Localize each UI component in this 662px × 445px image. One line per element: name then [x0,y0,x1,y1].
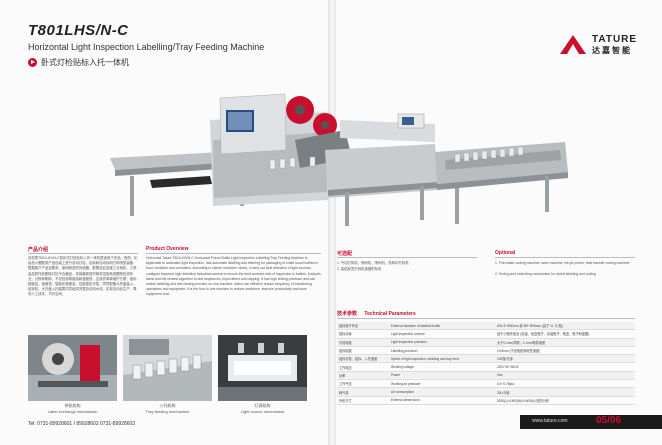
footer-bar [520,415,662,429]
website: www.tature.com [532,418,568,424]
page-number: 05/06 [596,415,622,426]
photo-label-exchange [28,335,117,401]
spec-cell: 大于0.1mm异物，0.1mm物异误差 [495,338,635,347]
title-chinese-row: 卧式灯检贴标入托一体机 [28,57,129,68]
optional-heading-cn: 可选配 [337,251,353,257]
specs-heading-cn: 技术参数 [337,311,358,317]
spec-cell: 20L/分钟 [495,387,635,397]
specs-heading-en: Technical Parameters [364,311,416,317]
caption-light-source-en: Light source mechanism [240,409,285,414]
optional-heading-en: Optional [495,250,516,256]
photo-light-source [218,335,307,401]
brand-logo: TATURE 达嘉智能 [558,34,637,56]
caption-tray-feeding-cn: 入托机构 [159,403,176,408]
spec-cell: Air consumption [389,387,495,397]
overview-text: Horizontal Tature T801LHS/N-C Horizontal… [146,256,321,297]
spec-cell: 5200(L)×1800(W)×1600(H) 瓶托分布 [495,396,635,405]
optional-item-en-2: 2. Testing and extending mechanism for m… [495,272,596,276]
page-fold [328,0,336,445]
spec-cell: 贴标瓶子外径 [337,322,389,331]
spec-cell: 贴标对象 [337,329,389,339]
optional-item-cn-1: 1. 气动打码机、喷码机、喷码机、热转印打码机 [337,261,409,265]
spec-cell: 耗气量 [337,387,389,397]
spec-cell: 外形尺寸 [337,396,389,405]
spec-cell: 贴标精度 [337,346,389,356]
intro-heading: 产品介绍 [28,247,49,253]
machine-illustration [110,93,568,226]
caption-tray-feeding-en: Tray feeding mechanism [145,409,190,414]
spec-cell: External diameter of labelled bottle [389,322,495,331]
overview-divider [146,253,321,254]
caption-label-exchange-cn: 供机机构 [64,403,81,408]
brand-name-en: TATURE [592,34,638,45]
spec-cell: 220V 50~60HZ [495,362,635,372]
overview-heading: Product Overview [146,246,189,252]
intro-divider [28,253,138,254]
caption-light-source-cn: 灯源机构 [254,403,271,408]
optional-item-en-1: 1. Pneumatic coding machine, laser machi… [495,261,630,265]
photo-strip [28,335,307,401]
spec-cell: Speed of light inspection, labelling and… [389,354,495,364]
photo-tray-feeding [123,335,212,401]
title-english: Horizontal Light Inspection Labelling/Tr… [28,42,265,52]
spec-cell: 2kw [495,371,635,381]
model-number: T801LHS/N-C [28,22,129,39]
optional-divider-cn [337,257,477,258]
spec-cell: 工作气压 [337,379,389,389]
title-chinese: 卧式灯检贴标入托一体机 [41,58,129,67]
optional-divider-en [495,257,635,258]
spec-cell: Working voltage [389,362,495,372]
specs-heading: 技术参数 Technical Parameters [337,310,416,317]
brand-name-cn: 达嘉智能 [592,46,632,55]
spec-cell: 灯检精度 [337,338,389,347]
spec-cell: 100瓶/分钟 [495,354,635,364]
play-bullet-icon [28,58,37,67]
spec-cell: 贴标灯检、贴标、入托速度 [337,354,389,364]
spec-cell: Labelling precision [389,346,495,356]
telephone: Tel: 0731-89928601 / 89928602 0731-89928… [28,421,136,427]
specs-divider [337,318,635,319]
spec-cell: Ø11.5~Ø30mm 或 Ø5~Ø35mm (高于 1L 与 瓶) [495,322,635,331]
spec-cell: Power [389,371,495,381]
optional-item-cn-2: 2. 高粘标签打码机接圈附标机 [337,267,382,271]
spec-cell: Light inspection content [389,329,495,339]
spec-cell: 功率 [337,371,389,381]
spec-cell: External dimensions [389,396,495,405]
spec-cell: 适于小瓶外贴合 (包装、纸盒瓶子、合装瓶子、瓶盒、瓶子和盖圈) [495,329,635,339]
spec-cell: Light inspection precision [389,338,495,347]
spec-cell: 0.4~0.7Mpa [495,379,635,389]
intro-text: 该机是T801LHS/N-C型卧式灯检贴标入托一体机是适用于多品、西药、化妆品小… [28,256,138,297]
tature-logo-icon [560,35,586,54]
spec-cell: ±0.5mm (不含瓶贴和标签误差) [495,346,635,356]
spec-cell: Working air pressure [389,379,495,389]
caption-label-exchange-en: Label exchange mechanism [47,409,98,414]
spec-cell: 工作电压 [337,362,389,372]
